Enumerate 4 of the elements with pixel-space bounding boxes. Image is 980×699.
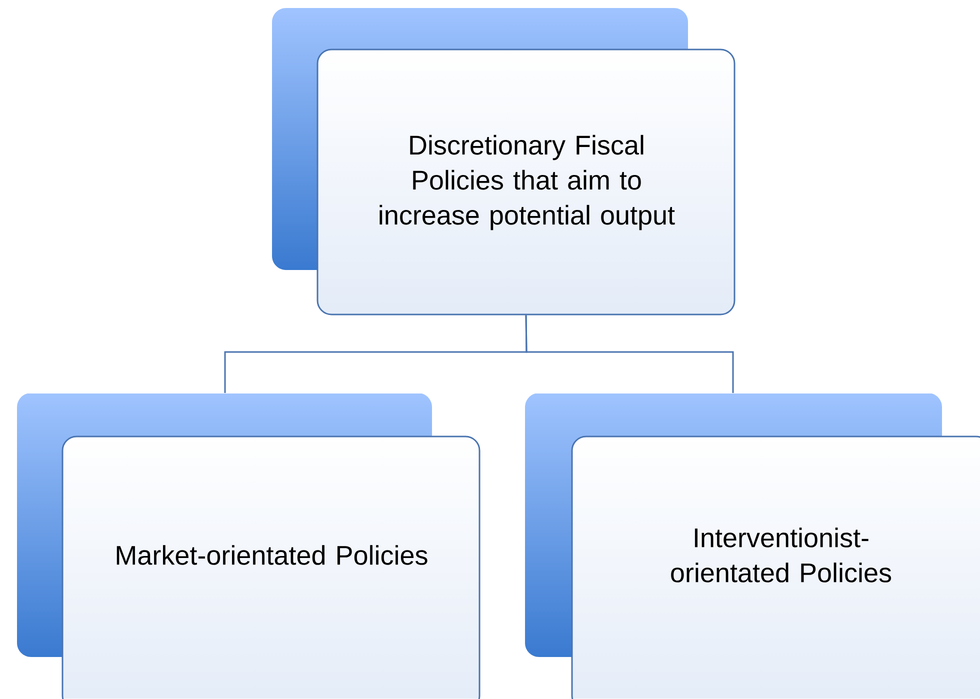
process-box: Discretionary Fiscal Policies that aim to increase potential output	[316, 48, 736, 316]
process-box: Interventionist-orientated Policies	[571, 436, 980, 699]
process-box: Market-orientated Policies	[62, 436, 480, 699]
connector-line	[525, 315, 734, 393]
